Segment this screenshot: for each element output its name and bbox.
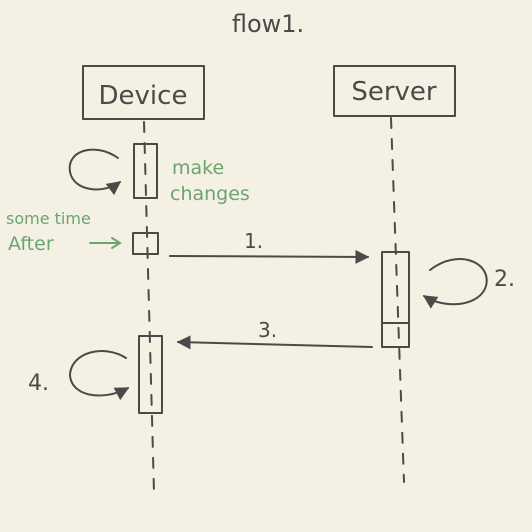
participant-server: Server bbox=[333, 65, 456, 117]
message-3-label: 3. bbox=[258, 318, 277, 342]
self-loop-device-1 bbox=[68, 148, 122, 196]
participant-device-label: Device bbox=[99, 81, 188, 111]
activation-server bbox=[381, 251, 410, 348]
lifeline-server bbox=[390, 117, 405, 483]
participant-server-label: Server bbox=[351, 77, 437, 107]
note-make-changes-1: make bbox=[172, 157, 224, 179]
note-arrow-icon bbox=[89, 237, 122, 249]
diagram-title: flow1. bbox=[232, 10, 304, 38]
message-1-label: 1. bbox=[244, 229, 263, 253]
message-1-arrow bbox=[169, 249, 370, 264]
activation-device-3 bbox=[138, 335, 163, 414]
lifeline-device bbox=[143, 121, 155, 493]
self-loop-server bbox=[422, 258, 488, 309]
self-call-2-label: 2. bbox=[494, 267, 515, 292]
participant-device: Device bbox=[82, 65, 205, 120]
message-3-arrow bbox=[176, 335, 373, 350]
note-make-changes-2: changes bbox=[170, 183, 250, 205]
activation-device-1 bbox=[133, 143, 158, 199]
note-some-time-1: some time bbox=[6, 209, 91, 228]
self-call-4-label: 4. bbox=[28, 371, 49, 396]
self-loop-device-2 bbox=[69, 350, 130, 401]
activation-device-2 bbox=[132, 232, 159, 255]
note-some-time-2: After bbox=[8, 233, 54, 255]
